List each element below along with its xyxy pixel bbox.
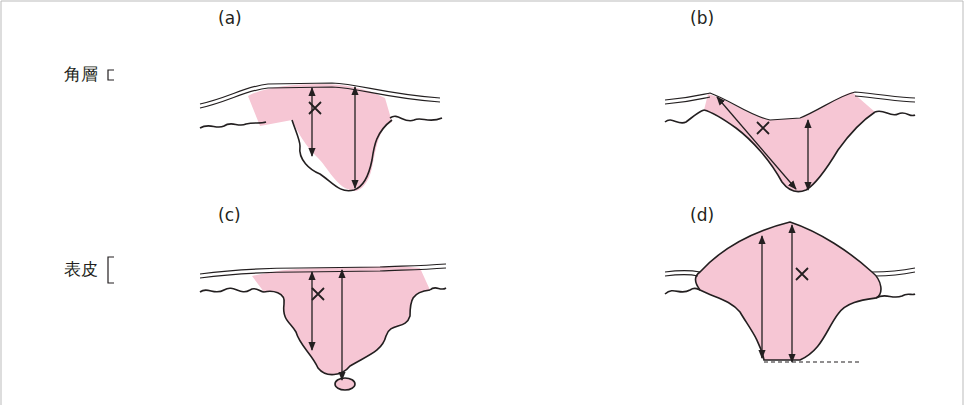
- layer-name: 角層: [64, 64, 98, 84]
- layer-name: 表皮: [64, 259, 98, 279]
- panel-d: [665, 222, 915, 362]
- panel-letter: (b): [690, 8, 714, 28]
- panel-letter: (d): [690, 205, 714, 225]
- panel-c: [108, 257, 446, 390]
- panel-a: [108, 70, 442, 191]
- panel-letter: (a): [218, 8, 242, 28]
- panel-letter: (c): [218, 205, 241, 225]
- panel-b: [665, 92, 915, 192]
